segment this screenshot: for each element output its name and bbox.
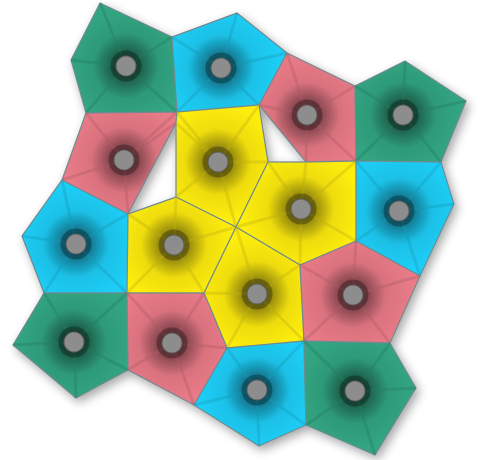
hole-ring [58,326,90,358]
hole-ring [156,327,188,359]
hole-ring [291,99,323,131]
tile-pink-left [61,110,179,215]
center-hole [296,104,318,126]
hole-ring [158,229,190,261]
tile-yellow-center-left [125,196,237,295]
center-hole [65,233,87,255]
hole-ring [241,278,273,310]
hole-ring [110,50,142,82]
tile-yellow-center-bottom [203,226,306,349]
tile-green-bottom-right [302,339,417,456]
center-hole [246,283,268,305]
tile-green-bottom-left [12,291,129,399]
center-hole [344,380,366,402]
center-hole [290,198,312,220]
hole-ring [205,52,237,84]
center-hole [161,332,183,354]
tile-cyan-bottom [193,339,307,447]
tile-green-top-left [70,2,179,114]
hole-ring [285,193,317,225]
center-hole [388,200,410,222]
hole-ring [108,144,140,176]
tile-yellow-center-top [174,104,269,228]
tile-pink-bottom-left [125,291,228,406]
hole-ring [60,228,92,260]
center-hole [207,151,229,173]
center-hole [115,55,137,77]
center-hole [113,149,135,171]
center-hole [163,234,185,256]
hole-ring [241,374,273,406]
tile-green-right-top [354,60,467,163]
hole-ring [387,99,419,131]
tile-yellow-center-right [235,159,357,266]
hole-ring [337,279,369,311]
hole-ring [383,195,415,227]
center-hole [392,104,414,126]
tile-pink-right-bottom [299,240,421,344]
center-hole [246,379,268,401]
center-hole [63,331,85,353]
hole-ring [202,146,234,178]
hole-ring [339,375,371,407]
center-hole [210,57,232,79]
center-hole [342,284,364,306]
tile-cyan-right [354,160,455,277]
